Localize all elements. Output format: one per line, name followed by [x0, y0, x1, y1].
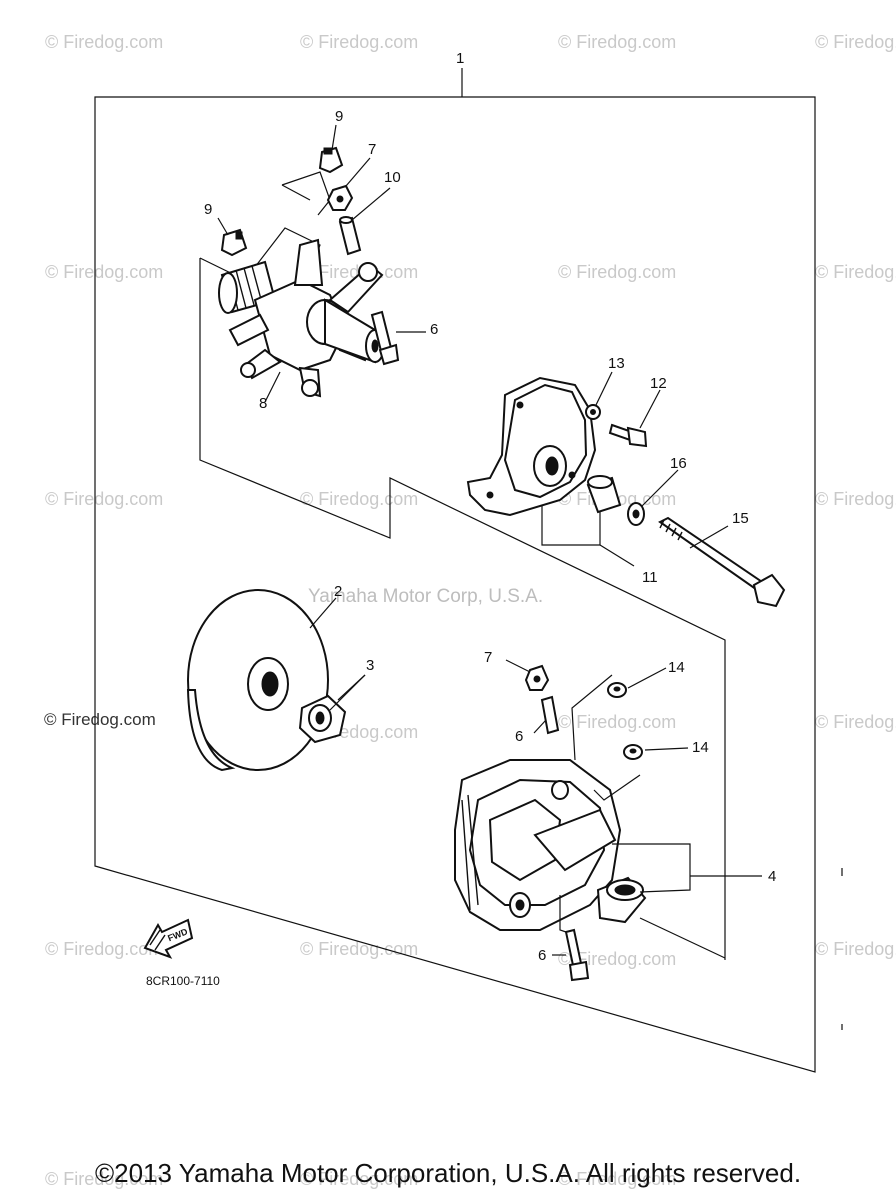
part-7-upper [326, 184, 354, 211]
watermark: © Firedog.com [300, 32, 418, 52]
cover-bracket [466, 376, 597, 517]
callout-14-lower: 14 [692, 739, 709, 756]
watermark: © Firedog.com [300, 939, 418, 959]
sheave-disc [186, 589, 329, 772]
watermark: © Firedog.com [558, 1169, 676, 1189]
part-16-washer [627, 502, 645, 526]
leader-lines [217, 124, 762, 959]
callout-13: 13 [608, 355, 625, 372]
callout-4: 4 [768, 868, 776, 885]
watermark: © Firedog.com [815, 939, 896, 959]
watermark: © Firedog.com [815, 489, 896, 509]
callout-11: 11 [642, 569, 658, 586]
watermark-layer: © Firedog.com © Firedog.com © Firedog.co… [44, 32, 896, 1189]
callout-12: 12 [650, 375, 667, 392]
callout-14-upper: 14 [668, 659, 685, 676]
bushing [586, 475, 622, 514]
part-3-collar [298, 694, 347, 744]
watermark: © Firedog.com [45, 489, 163, 509]
watermark: © Firedog.com [558, 32, 676, 52]
callout-labels: 1 9 7 10 9 6 8 13 12 16 15 11 2 3 7 14 1… [204, 50, 776, 964]
callout-8: 8 [259, 395, 267, 412]
watermark: © Firedog.com [300, 1169, 418, 1189]
callout-15: 15 [732, 510, 749, 527]
part-6-upper-bolt [370, 310, 400, 366]
part-13-nut [585, 404, 601, 420]
callout-3: 3 [366, 657, 374, 674]
part-7-lower [524, 664, 550, 691]
watermark: © Firedog.com [558, 712, 676, 732]
part-14-nut-upper [607, 682, 627, 698]
callout-7-upper: 7 [368, 141, 376, 158]
spider-assembly [218, 238, 385, 398]
part-14-nut-lower [623, 744, 643, 760]
part-9-left [220, 228, 248, 257]
diagram-code: 8CR100-7110 [146, 974, 220, 988]
watermark: © Firedog.com [45, 32, 163, 52]
callout-1: 1 [456, 50, 464, 67]
callout-16: 16 [670, 455, 687, 472]
watermark: © Firedog.com [815, 32, 896, 52]
watermark-dark: © Firedog.com [44, 710, 156, 729]
watermark: © Firedog.com [45, 939, 163, 959]
watermark: © Firedog.com [815, 712, 896, 732]
fwd-arrow-icon: FWD [143, 918, 194, 959]
part-15-bolt [658, 516, 786, 608]
bearing-ring [596, 876, 647, 924]
callout-9-left: 9 [204, 201, 212, 218]
watermark: © Firedog.com [558, 949, 676, 969]
copyright-notice: ©2013 Yamaha Motor Corporation, U.S.A. A… [94, 1158, 802, 1188]
watermark: © Firedog.com [558, 262, 676, 282]
callout-6-mid: 6 [515, 728, 523, 745]
callout-9-upper: 9 [335, 108, 343, 125]
callout-6-upper: 6 [430, 321, 438, 338]
part-6-lower-bolt [564, 928, 590, 982]
housing-assembly [454, 759, 622, 931]
watermark: © Firedog.com [45, 1169, 163, 1189]
watermark: © Firedog.com [300, 489, 418, 509]
callout-2: 2 [334, 583, 342, 600]
part-12-bolt [608, 423, 648, 448]
part-9-upper [318, 146, 344, 174]
callout-6-lower: 6 [538, 947, 546, 964]
callout-10: 10 [384, 169, 401, 186]
assembly-outline [94, 68, 816, 1073]
watermark: © Firedog.com [45, 262, 163, 282]
watermark-corp: Yamaha Motor Corp, U.S.A. [308, 586, 543, 607]
part-10-pin [338, 216, 362, 256]
part-6-mid-pin [540, 695, 560, 735]
callout-7-lower: 7 [484, 649, 492, 666]
watermark: © Firedog.com [815, 262, 896, 282]
